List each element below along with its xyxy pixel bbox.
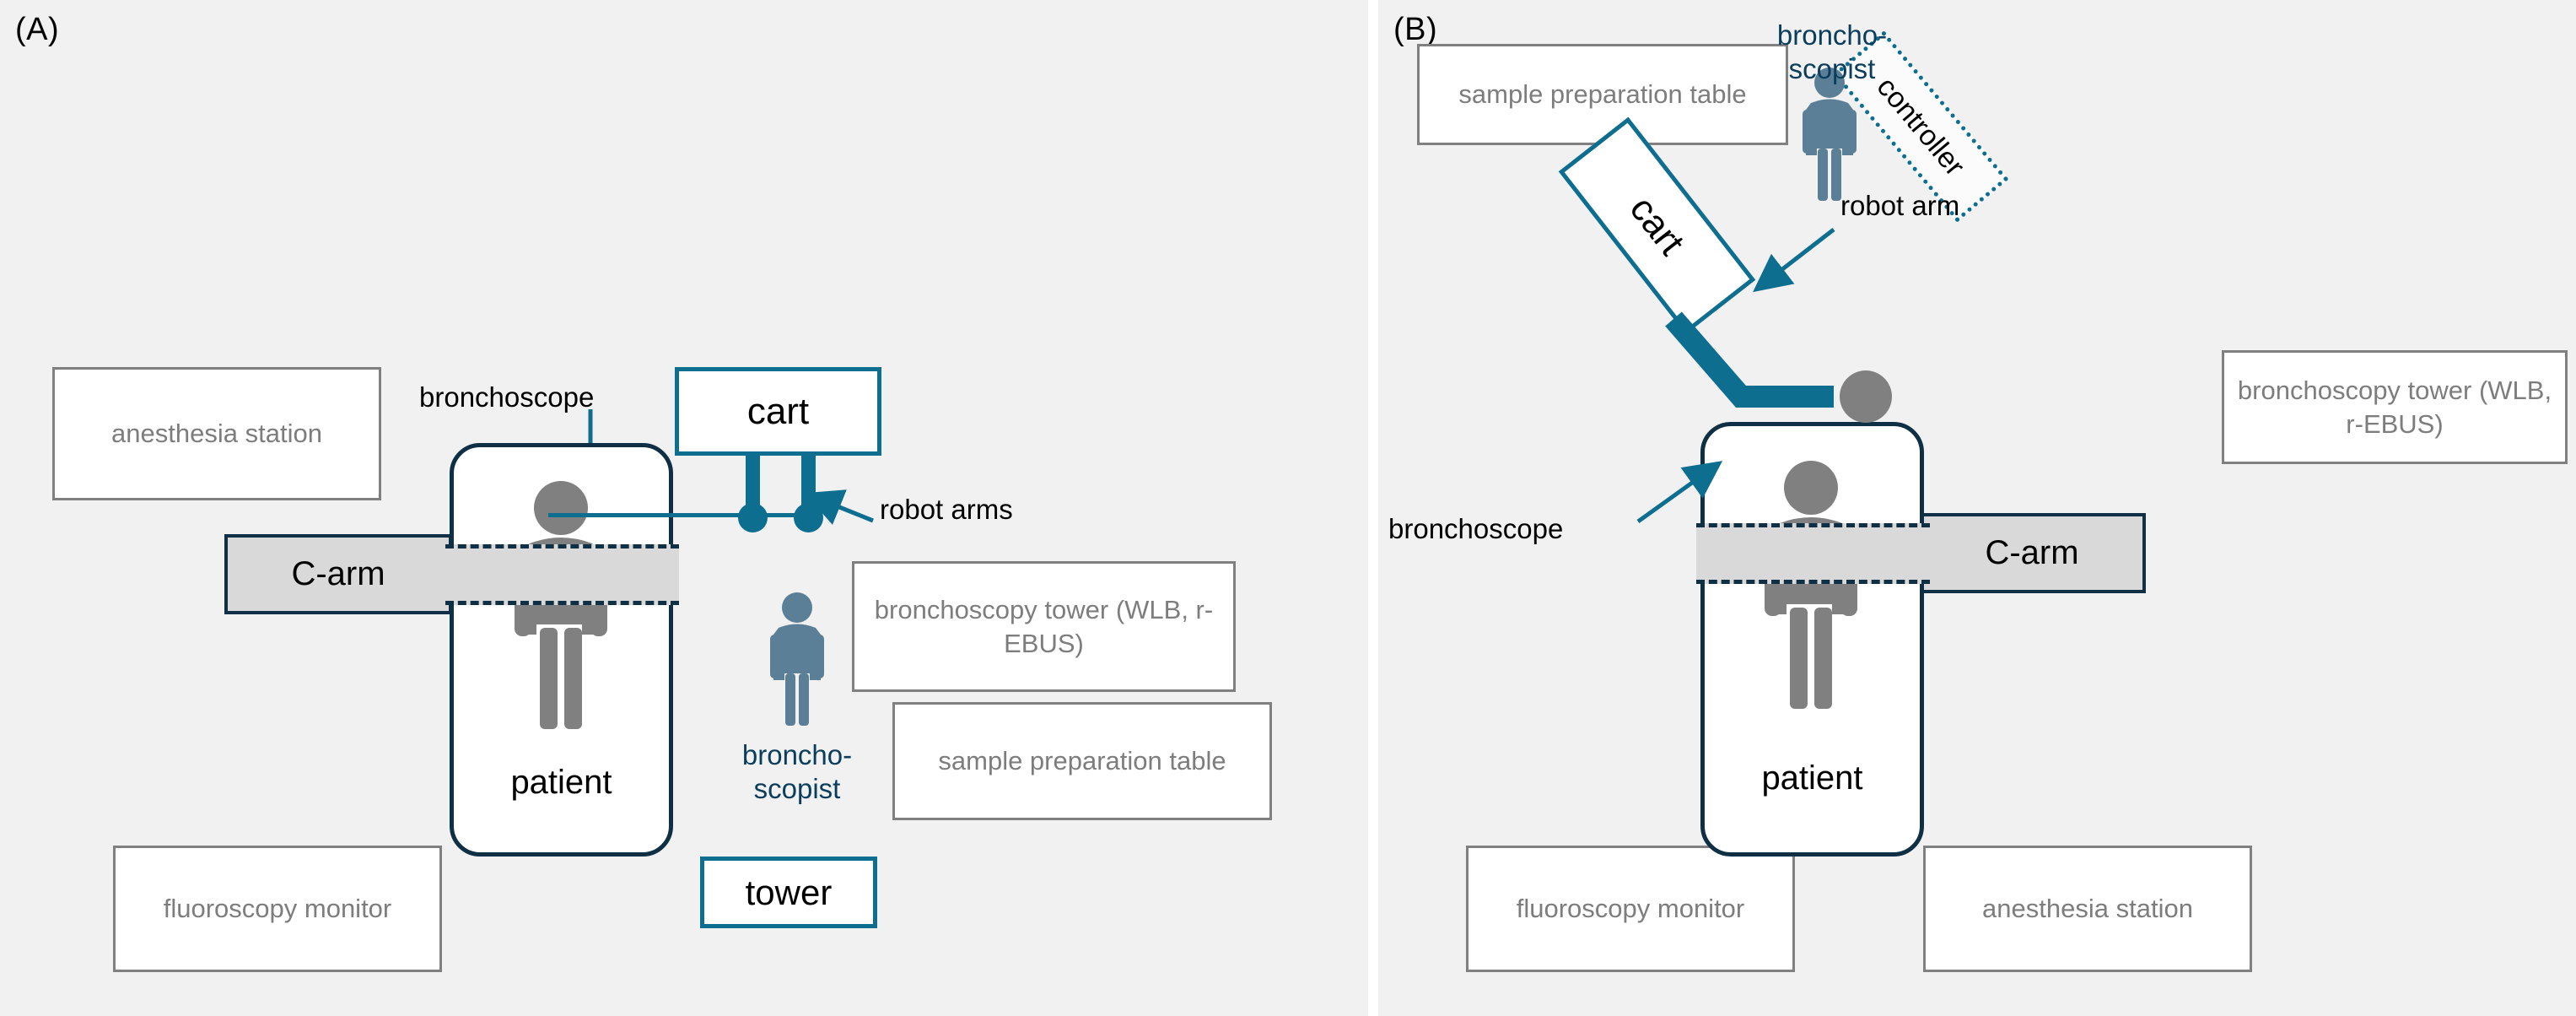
box-bronchoscopy-tower: bronchoscopy tower (WLB, r-EBUS) <box>2222 350 2568 464</box>
annotation-bronchoscope: bronchoscope <box>1388 513 1564 544</box>
patient-label: patient <box>1761 759 1863 797</box>
robot-arm-left-knob <box>738 503 768 532</box>
robot-arm <box>1665 311 1834 408</box>
panel-b-label: (B) <box>1393 12 1438 47</box>
bronchoscopist-figure <box>1792 66 1867 205</box>
panel-a-label: (A) <box>15 12 60 47</box>
box-anesthesia-station: anesthesia station <box>52 367 381 500</box>
bronchoscopist-label: broncho- scopist <box>1739 19 1925 87</box>
bronchoscopist-label-line2: scopist <box>1788 53 1876 85</box>
bronchoscopist-figure <box>759 591 835 730</box>
box-tower: tower <box>700 857 877 928</box>
box-cart: cart <box>1558 116 1756 335</box>
patient-figure <box>1739 457 1883 736</box>
bronchoscope-line <box>548 513 801 517</box>
box-sample-preparation-table: sample preparation table <box>1417 44 1788 145</box>
bronchoscopist-label-line1: broncho- <box>1776 19 1888 51</box>
annotation-robot-arms: robot arms <box>880 494 1013 525</box>
annotation-robot-arm: robot arm <box>1840 190 1960 221</box>
c-arm-band <box>445 544 679 605</box>
annotation-bronchoscope: bronchoscope <box>419 381 595 413</box>
box-anesthesia-station: anesthesia station <box>1923 846 2252 972</box>
robot-arm-left <box>746 454 760 515</box>
box-c-arm: C-arm <box>1918 513 2146 593</box>
box-bronchoscopy-tower: bronchoscopy tower (WLB, r-EBUS) <box>852 561 1236 692</box>
box-sample-preparation-table: sample preparation table <box>892 702 1272 820</box>
panel-b: (B) sample preparation table bronchoscop… <box>1378 0 2576 1016</box>
patient-head-marker <box>1840 370 1892 423</box>
robot-arm-right-knob <box>794 503 823 532</box>
bronchoscopist-label-line2: scopist <box>753 773 841 805</box>
panel-a: (A) anesthesia station fluoroscopy monit… <box>0 0 1368 1016</box>
box-c-arm: C-arm <box>224 534 452 614</box>
bronchoscopist-label: broncho- scopist <box>704 738 890 807</box>
box-cart: cart <box>675 367 881 456</box>
box-fluoroscopy-monitor: fluoroscopy monitor <box>113 846 442 972</box>
arrow-robot-arm <box>1753 228 1835 293</box>
box-fluoroscopy-monitor: fluoroscopy monitor <box>1466 846 1795 972</box>
patient-label: patient <box>510 764 612 801</box>
patient-figure <box>489 478 633 756</box>
patient-bed: patient <box>1700 422 1924 857</box>
c-arm-band <box>1696 523 1930 584</box>
bronchoscopist-label-line1: broncho- <box>741 739 853 770</box>
